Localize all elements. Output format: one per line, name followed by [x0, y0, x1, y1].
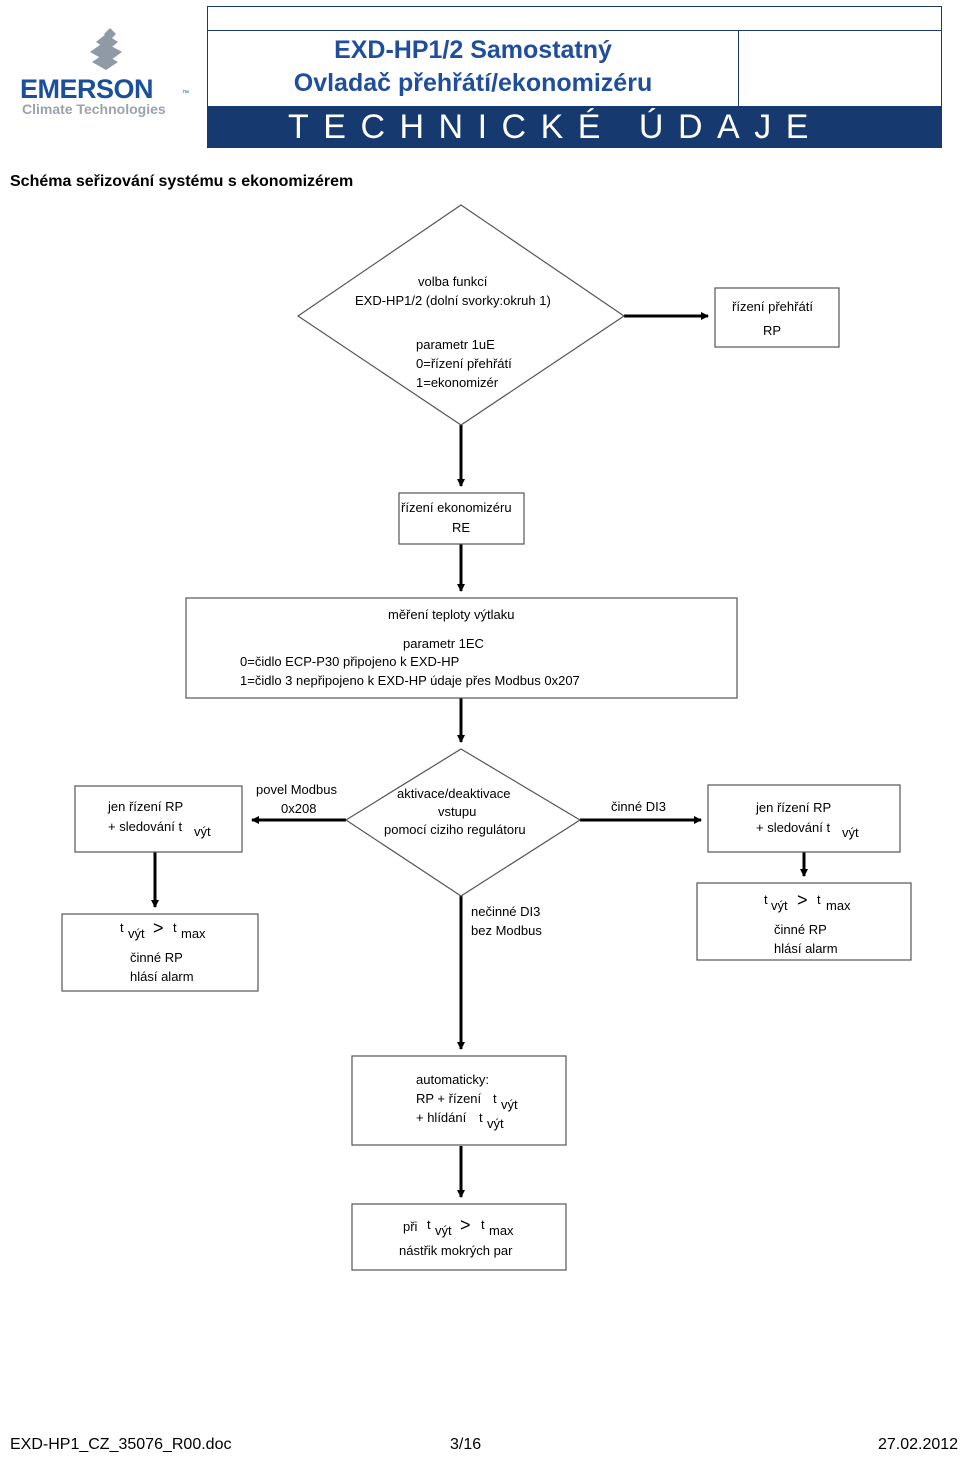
document-subtitle: Ovladač přehřátí/ekonomizéru	[293, 69, 653, 97]
box-jen-rizeni-right	[707, 784, 901, 853]
auto-line2-sub: výt	[501, 1097, 518, 1112]
decision-aktivace	[344, 748, 582, 897]
logo-subtitle: Climate Technologies	[22, 101, 166, 117]
d2-line3: pomocí ciziho regulátoru	[384, 822, 526, 837]
re-line1: řízení ekonomizéru	[401, 500, 512, 515]
footer-doc-name: EXD-HP1_CZ_35076_R00.doc	[10, 1436, 232, 1453]
wet-pri: při	[403, 1219, 418, 1234]
right-sub: výt	[842, 825, 859, 840]
header-right-cell	[738, 30, 942, 106]
wet-t1: t	[427, 1217, 431, 1232]
logo-wordmark: EMERSON	[20, 74, 154, 104]
alarm-right-gt: >	[797, 890, 808, 910]
alarm-right-sub1: výt	[771, 898, 788, 913]
right-line1: jen řízení RP	[755, 800, 831, 815]
footer-page-number: 3/16	[450, 1436, 482, 1453]
label-modbus-2: 0x208	[281, 801, 316, 816]
right-line2: + sledování t	[756, 820, 830, 835]
band-title: TECHNICKÉ ÚDAJE	[288, 108, 823, 146]
label-necinne-di3: nečinné DI3	[471, 904, 540, 919]
alarm-left-t1: t	[120, 920, 124, 935]
box-nastrik	[351, 1203, 567, 1271]
rp-line1: řízení přehřátí	[732, 299, 813, 314]
wet-sub1: výt	[435, 1223, 452, 1238]
box-automaticky	[351, 1055, 567, 1146]
alarm-right-line3: hlásí alarm	[774, 941, 838, 956]
mer-line2: parametr 1EC	[403, 636, 484, 651]
mer-line1: měření teploty výtlaku	[388, 607, 514, 622]
emerson-emblem-icon	[90, 28, 122, 70]
alarm-right-sub2: max	[826, 898, 851, 913]
left-sub: výt	[194, 824, 211, 839]
footer-date: 27.02.2012	[878, 1436, 959, 1453]
auto-line3-sub: výt	[487, 1116, 504, 1131]
auto-line3: + hlídání	[416, 1110, 467, 1125]
re-line2: RE	[452, 520, 470, 535]
box-rizeni-ekonomizeru	[398, 492, 525, 545]
wet-line2: nástřik mokrých par	[399, 1243, 513, 1258]
alarm-left-gt: >	[153, 918, 164, 938]
wet-sub2: max	[489, 1223, 514, 1238]
wet-t2: t	[481, 1217, 485, 1232]
wet-gt: >	[460, 1215, 471, 1235]
box-alarm-left	[61, 913, 259, 992]
d2-line1: aktivace/deaktivace	[397, 786, 510, 801]
logo-trademark: ™	[182, 90, 189, 97]
d1-line3: parametr 1uE	[416, 337, 495, 352]
box-rizeni-prehrati	[714, 287, 840, 348]
label-bez-modbus: bez Modbus	[471, 923, 542, 938]
mer-line3: 0=čidlo ECP-P30 připojeno k EXD-HP	[240, 654, 459, 669]
d1-line1: volba funkcí	[418, 274, 488, 289]
d1-line2: EXD-HP1/2 (dolní svorky:okruh 1)	[355, 293, 551, 308]
alarm-right-t1: t	[764, 892, 768, 907]
left-line2: + sledování t	[108, 819, 182, 834]
label-modbus-1: povel Modbus	[256, 782, 337, 797]
auto-line1: automaticky:	[416, 1072, 489, 1087]
title-cell	[208, 30, 738, 106]
auto-line2: RP + řízení	[416, 1091, 482, 1106]
alarm-left-sub1: výt	[128, 926, 145, 941]
d2-line2: vstupu	[438, 804, 476, 819]
rp-line2: RP	[763, 323, 781, 338]
document-title: EXD-HP1/2 Samostatný	[334, 36, 612, 64]
logo: EMERSON ™ Climate Technologies	[6, 6, 208, 148]
box-alarm-right	[696, 882, 912, 961]
alarm-left-sub2: max	[181, 926, 206, 941]
label-cinne-di3: činné DI3	[611, 799, 666, 814]
header-band	[208, 106, 942, 148]
d1-line5: 1=ekonomizér	[416, 375, 499, 390]
alarm-left-line2: činné RP	[130, 950, 183, 965]
alarm-right-line2: činné RP	[774, 922, 827, 937]
auto-line3-t: t	[479, 1110, 483, 1125]
alarm-right-t2: t	[817, 892, 821, 907]
alarm-left-line3: hlásí alarm	[130, 969, 194, 984]
section-title: Schéma seřizování systému s ekonomizérem	[10, 173, 354, 190]
decision-volba-funkci	[296, 204, 626, 426]
mer-line4: 1=čidlo 3 nepřipojeno k EXD-HP údaje pře…	[240, 673, 580, 688]
d1-line4: 0=řízení přehřátí	[416, 356, 512, 371]
alarm-left-t2: t	[173, 920, 177, 935]
left-line1: jen řízení RP	[107, 799, 183, 814]
box-jen-rizeni-left	[74, 785, 243, 853]
auto-line2-t: t	[493, 1091, 497, 1106]
box-mereni-teploty	[185, 597, 738, 699]
